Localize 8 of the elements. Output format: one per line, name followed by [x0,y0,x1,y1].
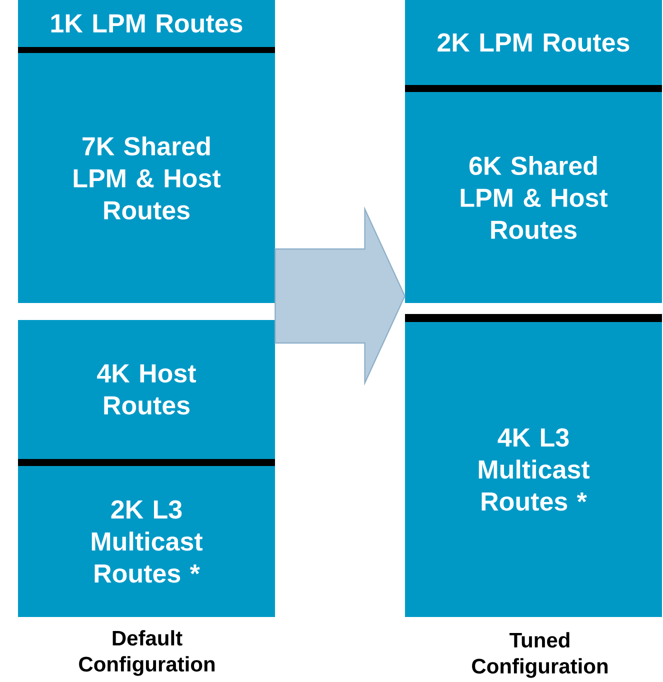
memory-block: 4K L3 Multicast Routes * [405,322,662,617]
memory-block: 2K LPM Routes [405,0,662,85]
memory-block: 7K Shared LPM & Host Routes [18,53,275,303]
memory-block: 2K L3 Multicast Routes * [18,466,275,617]
memory-block: 4K Host Routes [18,320,275,459]
memory-block: 6K Shared LPM & Host Routes [405,92,662,303]
memory-block: 1K LPM Routes [18,0,275,47]
block-arrow [274,206,406,386]
